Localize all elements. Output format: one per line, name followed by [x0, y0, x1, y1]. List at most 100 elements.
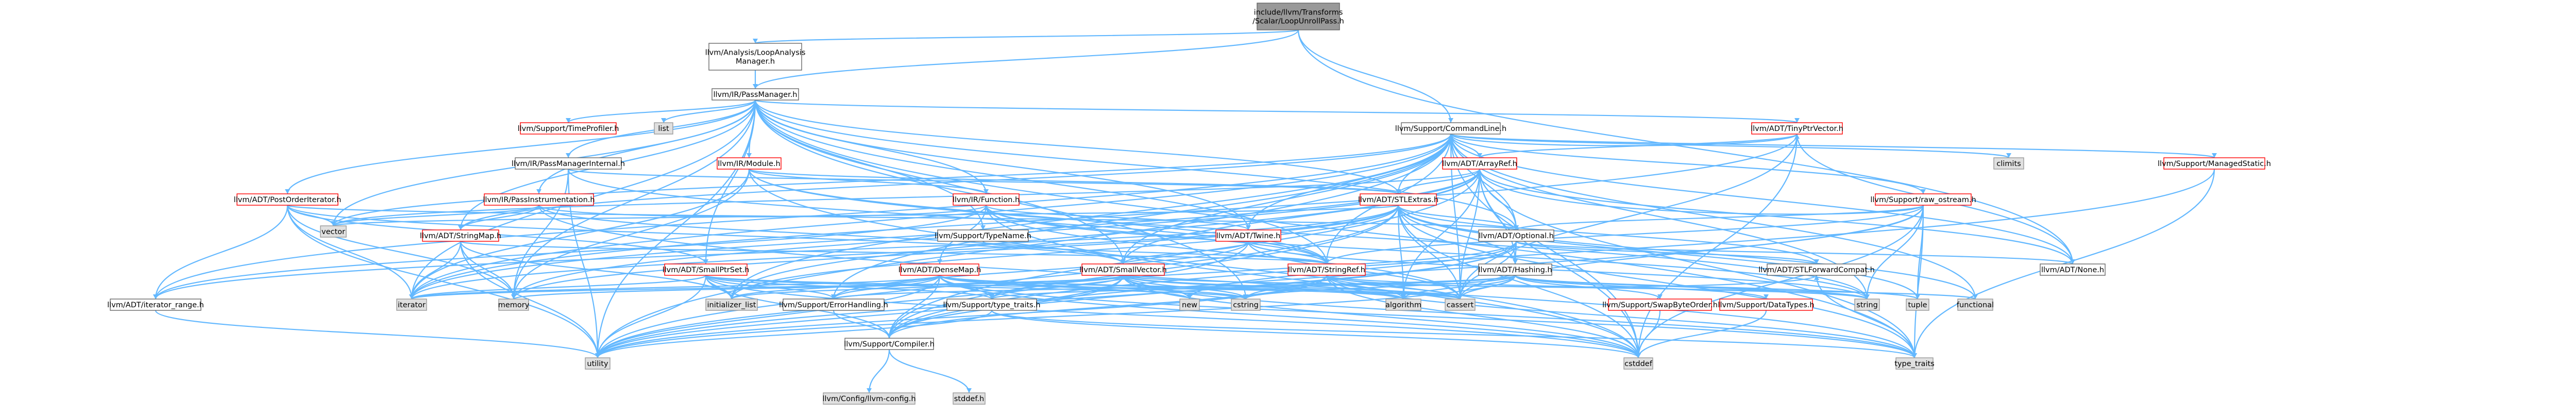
edge-arrowhead: [566, 153, 571, 158]
node-sref[interactable]: llvm/ADT/StringRef.h: [1287, 263, 1366, 276]
node-irange[interactable]: llvm/ADT/iterator_range.h: [107, 299, 204, 311]
edge-arrowhead: [285, 189, 290, 194]
node-poi[interactable]: llvm/ADT/PostOrderIterator.h: [234, 193, 342, 206]
node-aref[interactable]: llvm/ADT/ArrayRef.h: [1442, 157, 1517, 170]
edge-arrowhead: [967, 388, 972, 393]
node-pm[interactable]: llvm/IR/PassManager.h: [711, 88, 799, 101]
dependency-edge: [1816, 275, 1916, 358]
dependency-edge: [754, 99, 1798, 124]
node-tpv[interactable]: llvm/ADT/TinyPtrVector.h: [1751, 122, 1843, 135]
node-box: [953, 392, 986, 405]
node-box: [1360, 193, 1437, 206]
node-stlx[interactable]: llvm/ADT/STLExtras.h: [1358, 193, 1438, 206]
dependency-edge: [513, 169, 569, 300]
node-label: llvm/IR/PassManager.h: [714, 91, 798, 99]
node-label: llvm/ADT/Hashing.h: [1478, 266, 1552, 274]
dependency-edge: [754, 100, 1249, 230]
node-iter: iterator: [396, 299, 427, 311]
dependency-edge: [1245, 274, 1516, 300]
edge-arrowhead: [1324, 259, 1329, 264]
dependency-edge: [1450, 134, 1517, 230]
node-comp[interactable]: llvm/Support/Compiler.h: [844, 338, 935, 350]
node-stlfc[interactable]: llvm/ADT/STLForwardCompat.h: [1758, 263, 1875, 276]
node-cstring: cstring: [1231, 299, 1261, 311]
dependency-edge: [1297, 29, 1452, 123]
dependency-edge: [1402, 169, 1481, 300]
node-tname[interactable]: llvm/Support/TypeName.h: [935, 229, 1031, 242]
node-box: [520, 122, 617, 135]
dependency-edge: [1397, 205, 1516, 264]
dependency-edge: [597, 275, 1516, 358]
dependency-edge: [155, 205, 1399, 300]
node-label: initializer_list: [707, 301, 756, 309]
node-dmap[interactable]: llvm/ADT/DenseMap.h: [899, 263, 981, 276]
dependency-edge: [1326, 275, 1404, 300]
edge-arrowhead: [1514, 225, 1519, 230]
dependency-edge: [460, 241, 599, 358]
edge-arrowhead: [989, 294, 994, 299]
node-func[interactable]: llvm/IR/Function.h: [953, 193, 1020, 206]
edge-arrowhead: [1477, 153, 1482, 158]
node-ctypes[interactable]: llvm/Support/DataTypes.h: [1718, 299, 1815, 311]
dependency-edge: [982, 240, 1328, 265]
node-box: [1608, 299, 1712, 311]
edge-arrowhead: [566, 118, 571, 123]
node-pmi[interactable]: llvm/IR/PassManagerInternal.h: [512, 157, 625, 170]
node-pinst[interactable]: llvm/IR/PassInstrumentation.h: [483, 193, 595, 206]
dependency-edge: [286, 205, 334, 226]
edge-arrowhead: [536, 189, 541, 194]
dependency-edge: [888, 349, 970, 393]
edge-arrowhead: [1915, 294, 1920, 299]
dependency-edge: [1122, 241, 1249, 264]
node-label: llvm/Support/CommandLine.h: [1395, 125, 1506, 133]
node-hash[interactable]: llvm/ADT/Hashing.h: [1478, 263, 1552, 276]
node-label: list: [658, 125, 669, 133]
node-label: llvm/ADT/STLExtras.h: [1358, 196, 1438, 204]
dependency-edge: [597, 275, 941, 358]
node-twine[interactable]: llvm/ADT/Twine.h: [1215, 229, 1281, 242]
dependency-edge: [1402, 275, 1516, 300]
node-box: [1215, 229, 1281, 242]
node-mstat[interactable]: llvm/Support/ManagedStatic.h: [2158, 157, 2271, 170]
dependency-edge: [833, 241, 1249, 300]
node-none[interactable]: llvm/ADT/None.h: [2040, 263, 2106, 276]
node-label: llvm/ADT/StringMap.h: [420, 232, 501, 240]
node-smap[interactable]: llvm/ADT/StringMap.h: [420, 229, 501, 242]
node-opt[interactable]: llvm/ADT/Optional.h: [1478, 229, 1554, 242]
dependency-edge: [833, 275, 941, 300]
node-box: [1385, 299, 1421, 311]
dependency-edge: [332, 169, 1481, 226]
node-sps[interactable]: llvm/ADT/SmallPtrSet.h: [663, 263, 750, 276]
node-box: [1179, 299, 1200, 311]
edge-arrowhead: [867, 388, 872, 393]
node-eh[interactable]: llvm/Support/ErrorHandling.h: [779, 299, 888, 311]
edge-arrowhead: [1513, 259, 1518, 264]
edge-arrowhead: [458, 225, 463, 230]
node-rawos[interactable]: llvm/Support/raw_ostream.h: [1870, 193, 1976, 206]
node-box: [717, 157, 782, 170]
dependency-edge: [1397, 205, 1639, 358]
node-label: algorithm: [1385, 301, 1421, 309]
dependency-edge: [538, 205, 1124, 264]
node-cl[interactable]: llvm/Support/CommandLine.h: [1395, 122, 1506, 135]
node-label: llvm/Config/llvm-config.h: [822, 395, 916, 403]
node-mod[interactable]: llvm/IR/Module.h: [717, 157, 782, 170]
edge-arrowhead: [409, 294, 414, 299]
node-label: climits: [1996, 160, 2021, 168]
node-label: llvm/Support/SwapByteOrder.h: [1602, 301, 1718, 309]
node-label: llvm/Support/ManagedStatic.h: [2158, 160, 2271, 168]
node-label: utility: [587, 360, 608, 368]
edge-arrowhead: [2006, 153, 2011, 158]
node-label: llvm/ADT/iterator_range.h: [107, 301, 204, 309]
node-box: [396, 299, 427, 311]
node-svec[interactable]: llvm/ADT/SmallVector.h: [1079, 263, 1167, 276]
edge-arrowhead: [729, 294, 734, 299]
node-tt[interactable]: llvm/Support/type_traits.h: [943, 299, 1041, 311]
node-sbo[interactable]: llvm/Support/SwapByteOrder.h: [1602, 299, 1718, 311]
node-label: llvm/ADT/None.h: [2041, 266, 2104, 274]
dependency-edge: [513, 274, 1124, 300]
node-box: [1257, 3, 1340, 30]
node-tp[interactable]: llvm/Support/TimeProfiler.h: [518, 122, 619, 135]
